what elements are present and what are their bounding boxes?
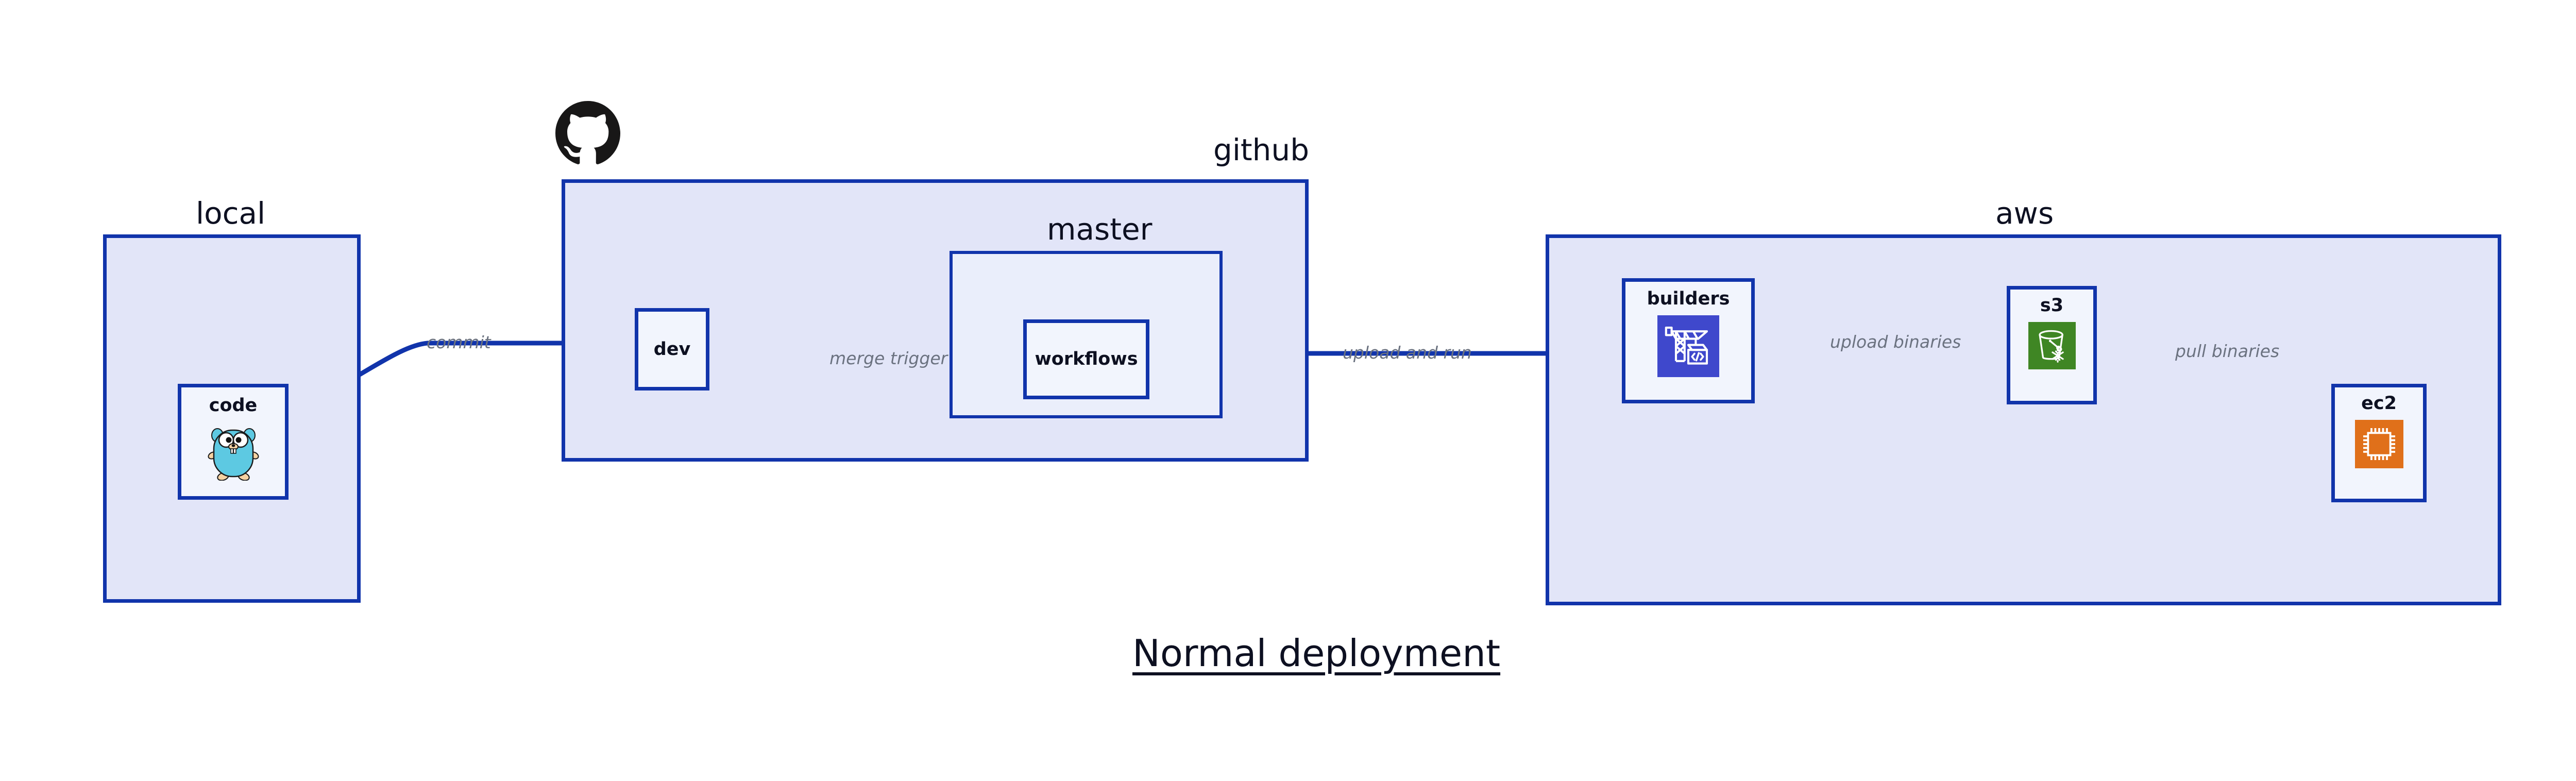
node-code-label: code (209, 395, 258, 416)
group-aws-label: aws (1995, 196, 2054, 231)
node-builders-label: builders (1647, 288, 1730, 309)
diagram-title: Normal deployment (1132, 632, 1501, 675)
edge-label-commit: commit (427, 332, 491, 352)
node-workflows-label: workflows (1035, 349, 1138, 369)
edge-label-pull-binaries: pull binaries (2175, 341, 2280, 361)
edge-label-merge-trigger: merge trigger (829, 348, 948, 368)
github-octocat-icon (555, 101, 620, 168)
node-code[interactable]: code (178, 384, 289, 500)
node-dev[interactable]: dev (635, 308, 709, 390)
aws-ec2-chip-icon (2354, 420, 2403, 470)
node-builders[interactable]: builders (1622, 278, 1755, 403)
aws-codebuild-crane-icon (1657, 315, 1719, 379)
group-master-label: master (1047, 212, 1153, 247)
node-s3[interactable]: s3 (2007, 286, 2097, 404)
node-ec2[interactable]: ec2 (2331, 384, 2427, 502)
node-dev-label: dev (653, 338, 691, 360)
node-s3-label: s3 (2040, 295, 2064, 316)
group-github-label: github (1213, 132, 1310, 167)
aws-s3-bucket-snowflake-icon (2028, 322, 2076, 371)
group-local-label: local (196, 196, 266, 231)
edge-label-upload-and-run: upload and run (1343, 343, 1472, 363)
edge-label-upload-binaries: upload binaries (1830, 332, 1961, 352)
go-gopher-icon (207, 423, 259, 483)
node-workflows[interactable]: workflows (1023, 319, 1149, 399)
node-ec2-label: ec2 (2361, 393, 2397, 414)
